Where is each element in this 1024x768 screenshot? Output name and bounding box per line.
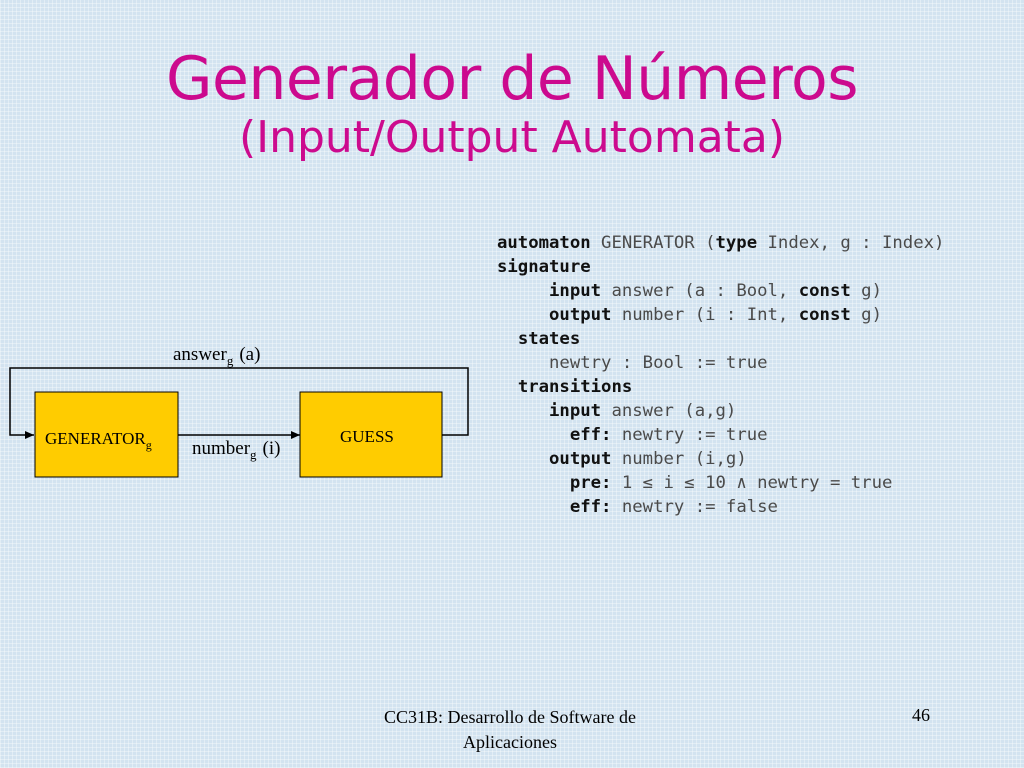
code-line-10: output number (i,g) bbox=[549, 449, 747, 469]
code-line-1: automaton GENERATOR (type Index, g : Ind… bbox=[497, 233, 945, 253]
code-line-2: signature bbox=[497, 257, 591, 277]
number-label: numberg(i) bbox=[192, 438, 280, 462]
slide-title: Generador de Números (Input/Output Autom… bbox=[0, 48, 1024, 161]
guess-label: GUESS bbox=[340, 427, 394, 446]
footer-course-line-1: CC31B: Desarrollo de Software de bbox=[384, 707, 636, 727]
code-line-3: input answer (a : Bool, const g) bbox=[549, 281, 882, 301]
code-line-9: eff: newtry := true bbox=[569, 425, 768, 445]
footer-course-line-2: Aplicaciones bbox=[463, 732, 557, 752]
answer-label: answerg(a) bbox=[173, 344, 260, 368]
title-main: Generador de Números bbox=[166, 44, 858, 114]
generator-label: GENERATORg bbox=[45, 429, 152, 452]
code-line-7: transitions bbox=[517, 377, 633, 397]
automaton-diagram: GENERATORg GUESS answerg(a) numberg(i) bbox=[9, 344, 469, 478]
title-subtitle: (Input/Output Automata) bbox=[238, 112, 786, 163]
code-line-12: eff: newtry := false bbox=[569, 497, 778, 517]
code-line-8: input answer (a,g) bbox=[549, 401, 737, 421]
code-line-6: newtry : Bool := true bbox=[549, 353, 768, 373]
slide-number: 46 bbox=[912, 705, 930, 725]
footer-course: CC31B: Desarrollo de Software de Aplicac… bbox=[340, 705, 680, 755]
code-line-5: states bbox=[517, 329, 581, 349]
code-line-4: output number (i : Int, const g) bbox=[549, 305, 882, 325]
answer-arrow bbox=[9, 367, 469, 439]
code-line-11: pre: 1 ≤ i ≤ 10 ∧ newtry = true bbox=[569, 473, 893, 493]
generator-box bbox=[34, 391, 179, 478]
automaton-code: automaton GENERATOR (type Index, g : Ind… bbox=[497, 231, 944, 519]
guess-box bbox=[299, 391, 443, 478]
